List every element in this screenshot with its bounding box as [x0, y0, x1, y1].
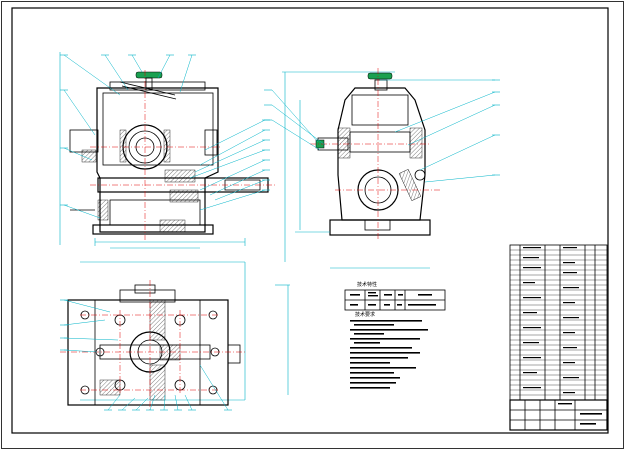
front-section-view: [59, 52, 275, 249]
handwheel-side-icon: [367, 72, 393, 80]
spec-table: 技术特性 技术要求: [344, 281, 446, 318]
inner-drawing-frame: [11, 7, 609, 434]
technical-notes: [350, 320, 428, 389]
spec-table-title: 技术特性: [357, 281, 377, 288]
side-section-view: [264, 68, 500, 269]
parts-list: [509, 244, 608, 401]
top-section-view: [60, 261, 290, 411]
notes-heading: 技术要求: [355, 311, 375, 318]
handwheel-icon: [135, 71, 163, 79]
title-block: [509, 399, 608, 431]
